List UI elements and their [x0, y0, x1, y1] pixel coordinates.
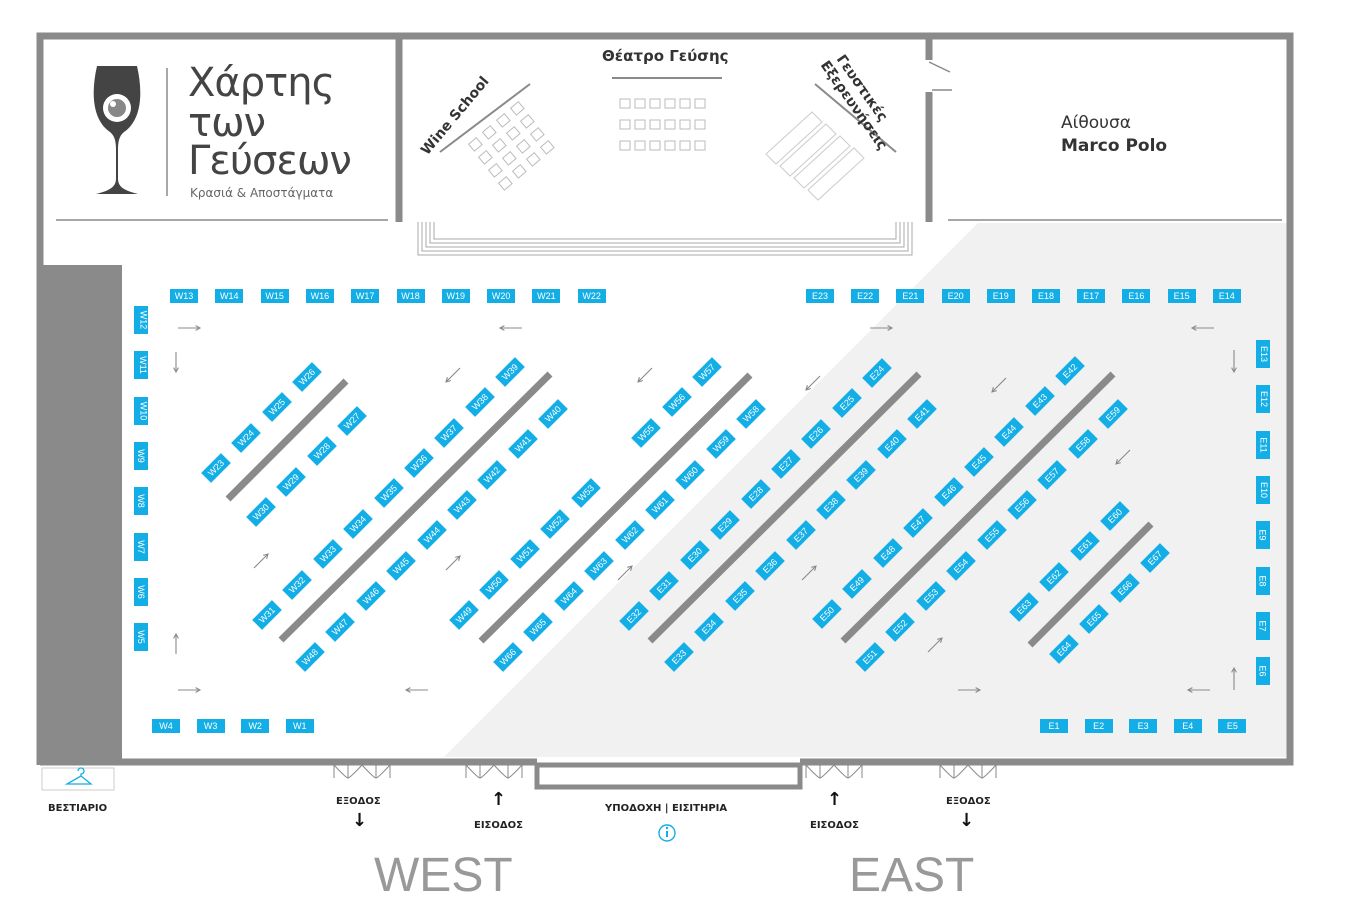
booth-label: E13 — [1259, 345, 1270, 363]
zone-east-label: EAST — [849, 849, 975, 902]
booth-w21[interactable]: W21 — [532, 289, 561, 303]
booth-e11[interactable]: E11 — [1256, 430, 1270, 459]
booth-e23[interactable]: E23 — [806, 289, 834, 303]
booth-w9[interactable]: W9 — [134, 441, 148, 470]
booth-w5[interactable]: W5 — [134, 623, 148, 652]
booth-label: W12 — [138, 310, 149, 330]
cloakroom-label: ΒΕΣΤΙΑΡΙΟ — [48, 803, 108, 814]
booth-w3[interactable]: W3 — [196, 719, 225, 733]
booth-e2[interactable]: E2 — [1084, 719, 1113, 733]
exit-arrow-east: ↓ — [959, 810, 975, 831]
entrance-label-east: ΕΙΣΟΔΟΣ — [810, 820, 859, 831]
booth-w14[interactable]: W14 — [215, 289, 244, 303]
service-corridor — [40, 265, 122, 760]
booth-label: E10 — [1259, 481, 1270, 498]
booth-w12[interactable]: W12 — [134, 306, 148, 334]
booth-e12[interactable]: E12 — [1256, 385, 1270, 414]
booth-w4[interactable]: W4 — [152, 719, 180, 733]
booth-e13[interactable]: E13 — [1256, 340, 1270, 368]
booth-label: W9 — [136, 449, 146, 463]
wine-glass-icon — [93, 66, 141, 194]
booth-w16[interactable]: W16 — [305, 289, 334, 303]
booth-e7[interactable]: E7 — [1256, 611, 1270, 640]
hall-label-line1: Αίθουσα — [1061, 113, 1132, 133]
booth-e16[interactable]: E16 — [1122, 289, 1151, 303]
east-zone-area — [444, 223, 1288, 757]
booth-e21[interactable]: E21 — [896, 289, 925, 303]
booth-label: E12 — [1259, 391, 1270, 408]
booth-w8[interactable]: W8 — [134, 487, 148, 516]
booth-w20[interactable]: W20 — [487, 289, 516, 303]
booth-w15[interactable]: W15 — [260, 289, 289, 303]
booth-e22[interactable]: E22 — [851, 289, 880, 303]
booth-w17[interactable]: W17 — [351, 289, 380, 303]
booth-label: E9 — [1257, 529, 1268, 541]
booth-e9[interactable]: E9 — [1256, 521, 1270, 550]
tables — [225, 371, 1154, 648]
logo-subtitle: Κρασιά & Αποστάγματα — [190, 186, 334, 200]
booth-label: W7 — [136, 539, 146, 554]
exit-arrow-west: ↓ — [352, 810, 368, 831]
reception-desk — [534, 762, 803, 790]
booth-e5[interactable]: E5 — [1218, 719, 1247, 733]
reception-label: ΥΠΟΔΟΧΗ | ΕΙΣΙΤΗΡΙΑ — [605, 803, 728, 814]
booth-w22[interactable]: W22 — [577, 289, 606, 303]
entrance-arrow-west: ↑ — [491, 789, 507, 810]
logo-title-line2: των — [188, 100, 266, 146]
booth-e8[interactable]: E8 — [1256, 566, 1270, 595]
outer-wall — [36, 32, 1294, 766]
booth-w1[interactable]: W1 — [285, 719, 314, 733]
exit-label-west: ΕΞΟΔΟΣ — [336, 796, 381, 807]
booth-e3[interactable]: E3 — [1129, 719, 1158, 733]
booth-label: E11 — [1258, 436, 1269, 453]
booth-w6[interactable]: W6 — [134, 577, 148, 606]
zone-west-label: WEST — [374, 849, 513, 902]
booth-e18[interactable]: E18 — [1032, 289, 1060, 303]
booth-e1[interactable]: E1 — [1040, 719, 1068, 733]
booth-label: E6 — [1257, 665, 1268, 677]
entrance-arrow-east: ↑ — [827, 789, 843, 810]
booth-e14[interactable]: E14 — [1212, 289, 1241, 303]
booth-w18[interactable]: W18 — [396, 289, 425, 303]
booth-w7[interactable]: W7 — [134, 532, 148, 561]
booth-e4[interactable]: E4 — [1173, 719, 1202, 733]
booth-label: E7 — [1257, 620, 1268, 632]
booth-label: W5 — [136, 630, 146, 644]
info-icon — [658, 824, 676, 842]
booth-e10[interactable]: E10 — [1256, 475, 1270, 504]
logo-title-line1: Χάρτης — [188, 60, 335, 106]
theatre-label: Θέατρο Γεύσης — [602, 47, 729, 65]
entrance-label-west: ΕΙΣΟΔΟΣ — [474, 820, 523, 831]
booth-label: E8 — [1257, 574, 1268, 587]
booth-e17[interactable]: E17 — [1077, 289, 1106, 303]
booth-e6[interactable]: E6 — [1256, 657, 1270, 686]
booth-w19[interactable]: W19 — [441, 289, 470, 303]
logo-title-line3: Γεύσεων — [188, 138, 352, 184]
booth-label: W11 — [137, 356, 148, 375]
booth-w10[interactable]: W10 — [134, 396, 148, 425]
exit-label-east: ΕΞΟΔΟΣ — [946, 796, 991, 807]
booth-label: W8 — [136, 494, 146, 508]
booth-w13[interactable]: W13 — [170, 289, 198, 303]
booth-w11[interactable]: W11 — [134, 351, 148, 380]
hall-label-line2: Marco Polo — [1061, 136, 1168, 156]
booth-w2[interactable]: W2 — [241, 719, 270, 733]
booth-e19[interactable]: E19 — [986, 289, 1015, 303]
booth-e15[interactable]: E15 — [1167, 289, 1196, 303]
cloakroom-box — [41, 767, 115, 791]
booth-e20[interactable]: E20 — [941, 289, 970, 303]
booth-label: W6 — [136, 585, 146, 599]
booth-label: W10 — [138, 401, 149, 420]
hanger-icon — [64, 767, 93, 785]
